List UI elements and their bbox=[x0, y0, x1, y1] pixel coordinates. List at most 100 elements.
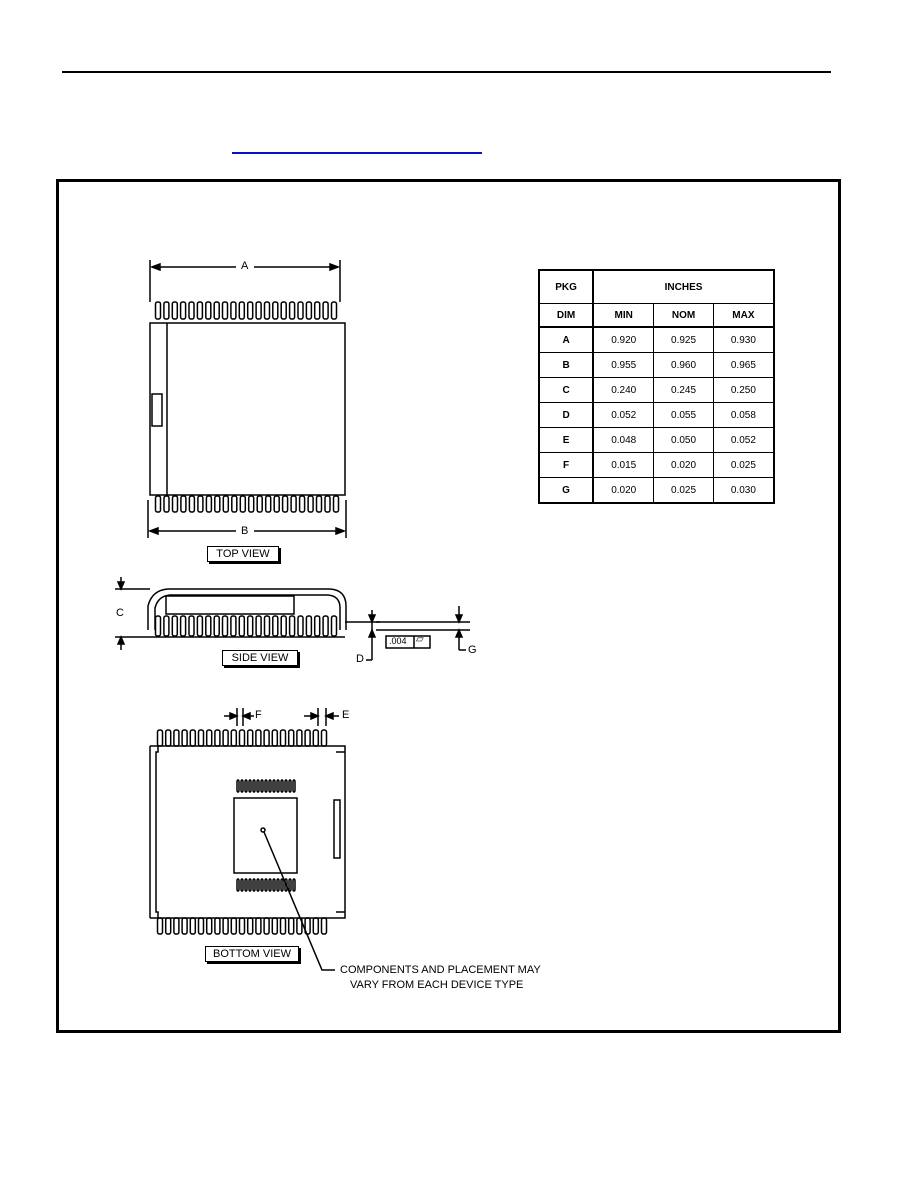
bottom-view-right-edge bbox=[330, 745, 346, 919]
top-view-lead bbox=[298, 495, 306, 513]
table-cell-max: 0.058 bbox=[712, 402, 775, 428]
hyperlink-underline[interactable] bbox=[232, 152, 482, 154]
side-view-lead bbox=[196, 615, 204, 637]
top-view-lead bbox=[322, 301, 329, 320]
bottom-view-lead bbox=[271, 917, 279, 935]
side-view-lead bbox=[221, 615, 229, 637]
top-view-lead bbox=[171, 301, 179, 320]
top-view-lead bbox=[197, 495, 204, 513]
die-pin bbox=[244, 779, 248, 793]
top-view-lead bbox=[255, 301, 262, 320]
flatness-frame bbox=[385, 635, 431, 649]
bottom-view-lead bbox=[287, 729, 295, 747]
dim-c-arrow-top bbox=[116, 581, 126, 591]
bottom-view-die bbox=[233, 797, 298, 874]
top-view-lead bbox=[163, 495, 170, 513]
side-view-lead bbox=[246, 615, 254, 637]
top-view-lead bbox=[290, 495, 297, 513]
table-cell-min: 0.052 bbox=[592, 402, 655, 428]
bottom-view-lead bbox=[205, 729, 213, 747]
die-pin bbox=[272, 779, 276, 793]
top-view-lead bbox=[231, 495, 238, 513]
side-view-lead bbox=[255, 615, 262, 637]
table-header-nom: NOM bbox=[653, 303, 714, 328]
bottom-view-lead bbox=[320, 917, 328, 935]
bottom-view-lead bbox=[255, 917, 262, 935]
top-view-lead bbox=[196, 301, 204, 320]
bottom-view-lead bbox=[312, 917, 320, 935]
bottom-view-right-notch bbox=[333, 799, 341, 859]
table-cell-min: 0.955 bbox=[592, 352, 655, 378]
die-pin bbox=[236, 878, 240, 892]
table-cell-nom: 0.960 bbox=[653, 352, 714, 378]
bottom-view-lead bbox=[181, 917, 188, 935]
top-view-lead bbox=[330, 301, 338, 320]
dim-b-arrow-left bbox=[147, 526, 159, 536]
top-view-lead bbox=[163, 301, 170, 320]
bottom-view-lead bbox=[173, 917, 180, 935]
top-view-lead bbox=[154, 301, 162, 320]
table-cell-nom: 0.050 bbox=[653, 427, 714, 453]
table-cell-max: 0.025 bbox=[712, 452, 775, 478]
table-row: F 0.015 0.020 0.025 bbox=[538, 452, 775, 478]
top-view-lead bbox=[324, 495, 331, 513]
die-pin bbox=[260, 779, 264, 793]
die-pin bbox=[252, 779, 256, 793]
table-header-max: MAX bbox=[712, 303, 775, 328]
table-cell-dim: C bbox=[538, 377, 595, 403]
bottom-view-lead bbox=[189, 729, 197, 747]
dim-g-label: G bbox=[468, 644, 477, 656]
bottom-view-lead bbox=[238, 917, 246, 935]
table-row: E 0.048 0.050 0.052 bbox=[538, 427, 775, 453]
table-cell-min: 0.920 bbox=[592, 326, 655, 353]
side-view-lead bbox=[205, 615, 212, 637]
side-view-lead bbox=[313, 615, 321, 637]
bottom-view-lead bbox=[263, 917, 270, 935]
table-row: C 0.240 0.245 0.250 bbox=[538, 377, 775, 403]
top-view-body bbox=[149, 322, 346, 496]
bottom-view-lead bbox=[156, 917, 164, 935]
table-cell-min: 0.240 bbox=[592, 377, 655, 403]
bottom-view-lead bbox=[214, 917, 221, 935]
top-view-lead bbox=[180, 495, 187, 513]
bottom-view-die-dot bbox=[260, 827, 266, 833]
dim-a-arrow-right bbox=[329, 262, 341, 272]
table-row: B 0.955 0.960 0.965 bbox=[538, 352, 775, 378]
top-view-lead bbox=[280, 301, 287, 320]
side-view-lead bbox=[171, 615, 179, 637]
die-pin bbox=[268, 779, 272, 793]
table-cell-dim: D bbox=[538, 402, 595, 428]
table-cell-dim: A bbox=[538, 326, 595, 353]
dim-b-label: B bbox=[241, 525, 249, 537]
top-view-lead bbox=[205, 495, 213, 513]
die-pin bbox=[236, 779, 240, 793]
table-cell-dim: E bbox=[538, 427, 595, 453]
die-pin bbox=[288, 878, 292, 892]
table-cell-dim: B bbox=[538, 352, 595, 378]
table-cell-nom: 0.025 bbox=[653, 477, 714, 504]
flatness-tolerance: .004 bbox=[389, 636, 407, 646]
table-row: A 0.920 0.925 0.930 bbox=[538, 326, 775, 353]
top-view-lead bbox=[264, 495, 272, 513]
note-leader-line bbox=[263, 831, 335, 971]
table-cell-min: 0.048 bbox=[592, 427, 655, 453]
side-view-outline bbox=[147, 588, 347, 630]
table-cell-nom: 0.020 bbox=[653, 452, 714, 478]
bottom-view-lead bbox=[246, 917, 254, 935]
bottom-view-lead bbox=[312, 729, 320, 747]
side-view-leads bbox=[154, 615, 338, 637]
table-cell-nom: 0.925 bbox=[653, 326, 714, 353]
table-header-units: INCHES bbox=[592, 269, 775, 304]
top-view-index-mark bbox=[151, 393, 163, 427]
top-view-lead bbox=[171, 495, 179, 513]
header-rule bbox=[62, 71, 831, 73]
bottom-view-lead bbox=[197, 917, 205, 935]
note-line-2: VARY FROM EACH DEVICE TYPE bbox=[350, 979, 524, 991]
top-view-leads-top bbox=[154, 301, 338, 320]
table-cell-max: 0.030 bbox=[712, 477, 775, 504]
bottom-view-lead bbox=[197, 729, 205, 747]
side-view-label: SIDE VIEW bbox=[222, 650, 298, 666]
bottom-view-lead bbox=[214, 729, 221, 747]
table-cell-max: 0.250 bbox=[712, 377, 775, 403]
die-pin bbox=[260, 878, 264, 892]
